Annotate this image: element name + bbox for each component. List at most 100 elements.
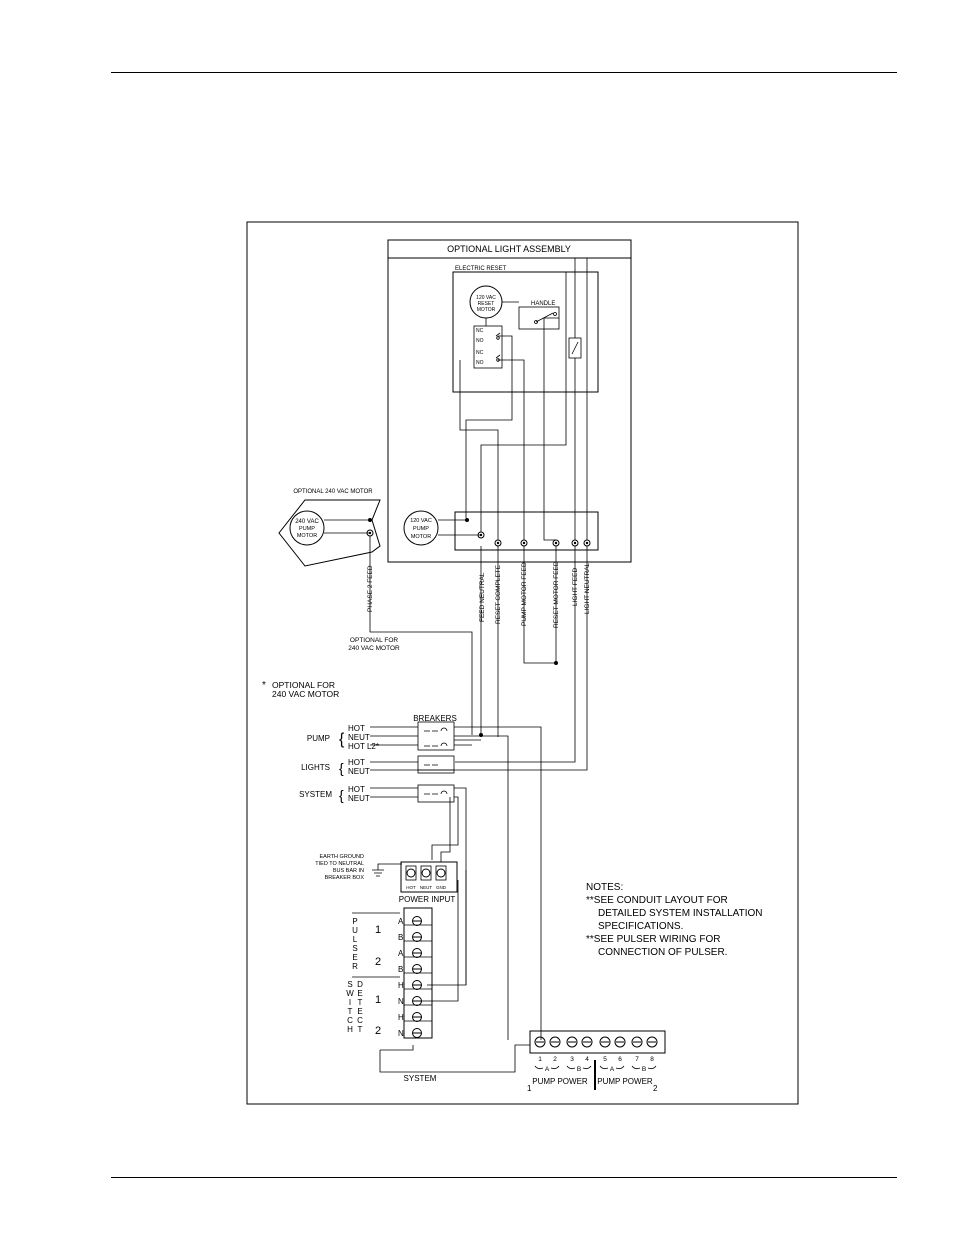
pp-a2: A — [610, 1066, 615, 1073]
detect-d: D — [357, 980, 363, 989]
pi-hot: HOT — [406, 885, 416, 890]
group-system-name: SYSTEM — [299, 790, 332, 799]
term-n1: N — [398, 997, 404, 1006]
label-feed-neutral: FEED NEUTRAL — [479, 572, 486, 622]
header-rule — [111, 72, 897, 73]
notes-title: NOTES: — [586, 882, 623, 893]
pulser-u: U — [352, 926, 358, 935]
label-pump-motor-feed: PUMP MOTOR FEED — [521, 562, 528, 626]
label-reset-complete: RESET COMPLETE — [495, 564, 502, 624]
light-assembly-title: OPTIONAL LIGHT ASSEMBLY — [447, 244, 571, 254]
pump-hot: HOT — [348, 724, 365, 733]
electric-reset-box — [452, 271, 599, 393]
pp-6: 6 — [618, 1056, 622, 1063]
pump-hotl2: HOT L2* — [348, 742, 379, 751]
notes-l3: SPECIFICATIONS. — [598, 921, 683, 932]
pump-power-n1: 1 — [527, 1084, 532, 1093]
notes-l1: **SEE CONDUIT LAYOUT FOR — [586, 895, 728, 906]
contact-nc-2: NC — [476, 350, 484, 356]
pp-8: 8 — [650, 1056, 654, 1063]
contact-nc-1: NC — [476, 328, 484, 334]
pp-4: 4 — [585, 1056, 589, 1063]
term-h2: H — [398, 1013, 404, 1022]
detect-e2: E — [357, 1007, 362, 1016]
opt-motor-l1: 240 VAC — [295, 519, 319, 525]
switch-w: W — [346, 989, 354, 998]
term-n2: N — [398, 1029, 404, 1038]
reset-motor-l1: 120 VAC — [476, 295, 496, 301]
pp-b1: B — [577, 1066, 581, 1073]
pp-7: 7 — [635, 1056, 639, 1063]
system-neut: NEUT — [348, 794, 370, 803]
reset-motor-l2: RESET — [478, 301, 495, 307]
term-h1: H — [398, 981, 404, 990]
pp-2: 2 — [553, 1056, 557, 1063]
lights-neut: NEUT — [348, 767, 370, 776]
pulser-num-1: 1 — [375, 924, 381, 936]
contact-block-icon — [473, 325, 503, 369]
ground-l3: BUS BAR IN — [333, 868, 364, 874]
reset-motor-l3: MOTOR — [477, 307, 496, 313]
pump-power-2: PUMP POWER — [597, 1077, 653, 1086]
breakers-title: BREAKERS — [413, 714, 457, 723]
optional-note-l2: 240 VAC MOTOR — [272, 689, 339, 699]
switch-c: C — [347, 1016, 353, 1025]
contact-no-1: NO — [476, 338, 484, 344]
breaker-lights — [417, 755, 455, 774]
breaker-system — [417, 784, 455, 803]
pi-gnd: GND — [436, 885, 447, 890]
switch-s: S — [347, 980, 352, 989]
system-label: SYSTEM — [404, 1074, 437, 1083]
optional-motor-housing — [278, 499, 381, 567]
system-hot: HOT — [348, 785, 365, 794]
detect-c: C — [357, 1016, 363, 1025]
pump-motor-l1: 120 VAC — [410, 518, 432, 524]
notes-l4: **SEE PULSER WIRING FOR — [586, 934, 720, 945]
handle-label: HANDLE — [531, 301, 555, 307]
pump-motor-l3: MOTOR — [411, 534, 431, 540]
lights-hot: HOT — [348, 758, 365, 767]
detect-e: E — [357, 989, 362, 998]
pp-b2: B — [642, 1066, 646, 1073]
label-phase2-feed: PHASE 2 FEED — [367, 565, 374, 612]
pp-a1: A — [545, 1066, 550, 1073]
label-light-neutral: LIGHT NEUTRAL — [584, 562, 591, 614]
notes-l2: DETAILED SYSTEM INSTALLATION — [598, 908, 762, 919]
power-input-block — [400, 861, 458, 893]
pulser-s: S — [352, 944, 357, 953]
group-lights-name: LIGHTS — [301, 763, 330, 772]
pp-1: 1 — [538, 1056, 542, 1063]
brace-lights: { — [339, 760, 344, 776]
pump-power-block — [529, 1030, 666, 1054]
pump-power-screws — [534, 1036, 658, 1048]
pump-motor-icon — [403, 510, 439, 546]
brace-pump: { — [339, 731, 345, 748]
switch-t: T — [348, 1007, 353, 1016]
term-a2: A — [398, 949, 404, 958]
optional-motor-icon — [289, 510, 325, 546]
pulser-r: R — [352, 962, 358, 971]
phase2-wire — [369, 536, 473, 735]
power-input-title: POWER INPUT — [399, 895, 456, 904]
footer-rule — [111, 1177, 897, 1178]
ground-symbol-icon — [372, 863, 402, 877]
switch-h: H — [347, 1025, 353, 1034]
opt-motor-l3: MOTOR — [297, 533, 317, 539]
pump-motor-l2: PUMP — [413, 526, 429, 532]
optional-motor-title: OPTIONAL 240 VAC MOTOR — [293, 489, 373, 495]
optional-for-1a: OPTIONAL FOR — [350, 637, 398, 644]
light-assembly-box — [387, 239, 632, 563]
notes-l5: CONNECTION OF PULSER. — [598, 947, 727, 958]
detect-t: T — [358, 998, 363, 1007]
term-a1: A — [398, 917, 404, 926]
optional-for-1b: 240 VAC MOTOR — [348, 645, 400, 652]
diagram-frame — [246, 221, 799, 1105]
pulser-p: P — [352, 917, 357, 926]
pi-neut: NEUT — [420, 885, 433, 890]
ground-l2: TIED TO NEUTRAL — [315, 861, 364, 867]
term-b2: B — [398, 965, 403, 974]
pump-neut: NEUT — [348, 733, 370, 742]
optional-note-star: * — [262, 680, 266, 691]
switch-num-2: 2 — [375, 1025, 381, 1037]
